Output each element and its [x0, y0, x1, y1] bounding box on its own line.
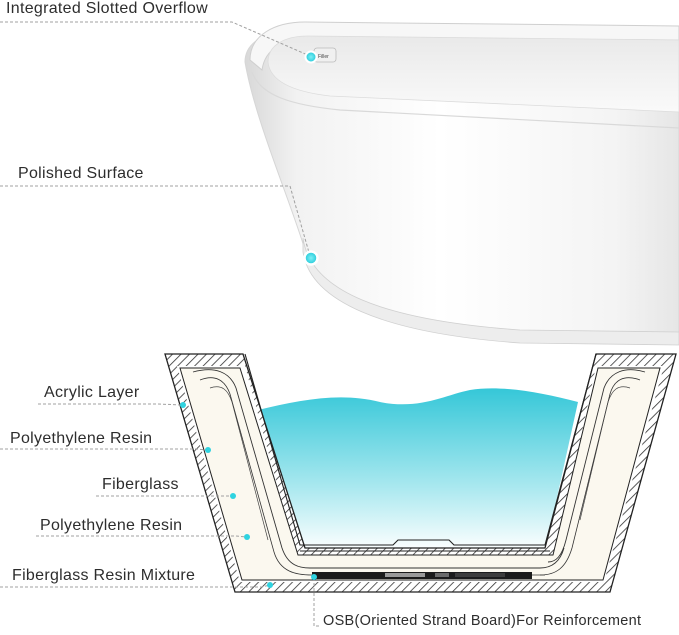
left-wall-hatch [165, 354, 676, 592]
osb-label: OSB(Oriented Strand Board)For Reinforcem… [323, 613, 642, 629]
osb-leader-line [313, 578, 320, 627]
water-fill [258, 388, 578, 552]
fiberglass-label: Fiberglass [102, 476, 179, 493]
fiberglass-dot [230, 493, 236, 499]
resin-outer-leader-line [0, 448, 209, 451]
surface-label: Polished Surface [18, 165, 144, 182]
mixture-leader-line [0, 584, 271, 588]
surface-dot [303, 250, 319, 266]
osb-dot [311, 574, 317, 580]
surface-leader-line [0, 185, 311, 257]
resin-inner-leader-line [36, 535, 247, 538]
mixture-dot [267, 582, 273, 588]
resin-inner-dot [244, 534, 250, 540]
overflow-leader-line [0, 21, 311, 57]
cross-section-diagram [164, 353, 677, 593]
acrylic-leader-line [38, 403, 183, 406]
resin-outer-label: Polyethylene Resin [10, 430, 153, 447]
bathtub-render: Filler [244, 21, 679, 346]
overflow-label: Integrated Slotted Overflow [6, 0, 208, 17]
acrylic-dot [180, 402, 186, 408]
mixture-label: Fiberglass Resin Mixture [12, 567, 196, 584]
overflow-badge-text: Filler [318, 54, 329, 60]
resin-outer-dot [205, 447, 211, 453]
acrylic-label: Acrylic Layer [44, 384, 140, 401]
overflow-dot [304, 50, 318, 64]
resin-inner-label: Polyethylene Resin [40, 517, 183, 534]
